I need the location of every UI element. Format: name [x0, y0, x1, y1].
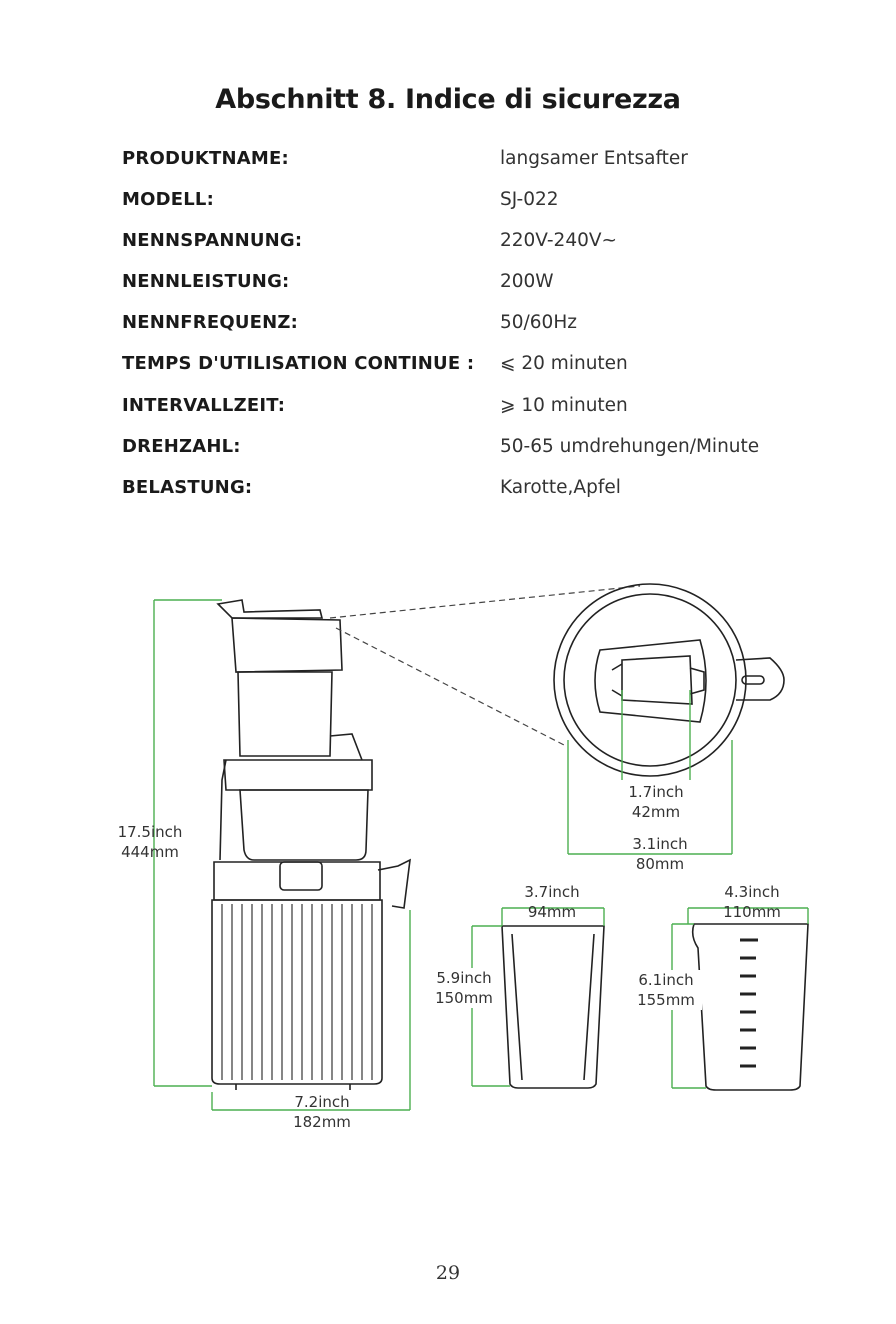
spec-value: 200W [500, 271, 554, 292]
spec-value: ⩽ 20 minuten [500, 353, 628, 374]
spec-value: 50-65 umdrehungen/Minute [500, 436, 760, 457]
spec-label: NENNLEISTUNG: [122, 271, 290, 292]
spec-value: Karotte,Apfel [500, 477, 621, 498]
spec-row: NENNLEISTUNG: 200W [122, 271, 822, 301]
dimension-text: 94mm [527, 903, 577, 921]
dimension-text: 80mm [635, 855, 685, 873]
spec-label: MODELL: [122, 189, 214, 210]
dimension-text: 42mm [631, 803, 681, 821]
page-number: 29 [435, 1262, 461, 1284]
spec-value: 220V-240V~ [500, 230, 618, 251]
dimension-width-label: 7.2inch 182mm [272, 1092, 372, 1132]
measuring-marks [740, 938, 758, 1068]
juicer-ribbing [221, 904, 373, 1080]
spec-label: TEMPS D'UTILISATION CONTINUE : [122, 353, 475, 374]
dimension-cup2-width-label: 4.3inch 110mm [704, 882, 800, 922]
dimension-chute-outer-label: 3.1inch 80mm [614, 834, 706, 874]
spec-value: langsamer Entsafter [500, 148, 688, 169]
dimension-cup1-width-label: 3.7inch 94mm [506, 882, 598, 922]
spec-row: MODELL: SJ-022 [122, 189, 822, 219]
dimension-text: 3.1inch [632, 835, 688, 853]
cups-outline [501, 923, 809, 1091]
dimension-text: 7.2inch [294, 1093, 350, 1111]
spec-row: PRODUKTNAME: langsamer Entsafter [122, 148, 822, 178]
dimension-text: 1.7inch [628, 783, 684, 801]
spec-value: ⩾ 10 minuten [500, 395, 628, 416]
spec-label: DREHZAHL: [122, 436, 241, 457]
dimension-text: 182mm [293, 1113, 351, 1131]
juicer-outline [211, 599, 411, 1090]
projection-lines [329, 585, 641, 747]
dimension-text: 17.5inch [117, 823, 183, 841]
spec-row: DREHZAHL: 50-65 umdrehungen/Minute [122, 436, 822, 466]
spec-row: BELASTUNG: Karotte,Apfel [122, 477, 822, 507]
dimension-height-label: 17.5inch 444mm [104, 822, 196, 862]
dimension-text: 5.9inch [436, 969, 492, 987]
lid-top-view [553, 583, 785, 777]
spec-label: INTERVALLZEIT: [122, 395, 286, 416]
dimension-text: 150mm [435, 989, 493, 1007]
dimension-cup2-height-label: 6.1inch 155mm [630, 970, 702, 1010]
spec-row: INTERVALLZEIT: ⩾ 10 minuten [122, 395, 822, 425]
dimension-text: 155mm [637, 991, 695, 1009]
dimension-text: 3.7inch [524, 883, 580, 901]
dimension-lines [153, 599, 809, 1111]
spec-row: NENNFREQUENZ: 50/60Hz [122, 312, 822, 342]
spec-row: TEMPS D'UTILISATION CONTINUE : ⩽ 20 minu… [122, 353, 822, 383]
spec-value: SJ-022 [500, 189, 559, 210]
spec-label: PRODUKTNAME: [122, 148, 289, 169]
section-title: Abschnitt 8. Indice di sicurezza [215, 84, 681, 115]
spec-label: BELASTUNG: [122, 477, 253, 498]
dimension-text: 444mm [121, 843, 179, 861]
dimension-cup1-height-label: 5.9inch 150mm [428, 968, 500, 1008]
dimension-text: 110mm [723, 903, 781, 921]
dimension-chute-inner-label: 1.7inch 42mm [610, 782, 702, 822]
spec-label: NENNFREQUENZ: [122, 312, 299, 333]
dimension-text: 4.3inch [724, 883, 780, 901]
dimension-text: 6.1inch [638, 971, 694, 989]
spec-label: NENNSPANNUNG: [122, 230, 303, 251]
spec-row: NENNSPANNUNG: 220V-240V~ [122, 230, 822, 260]
spec-value: 50/60Hz [500, 312, 577, 333]
